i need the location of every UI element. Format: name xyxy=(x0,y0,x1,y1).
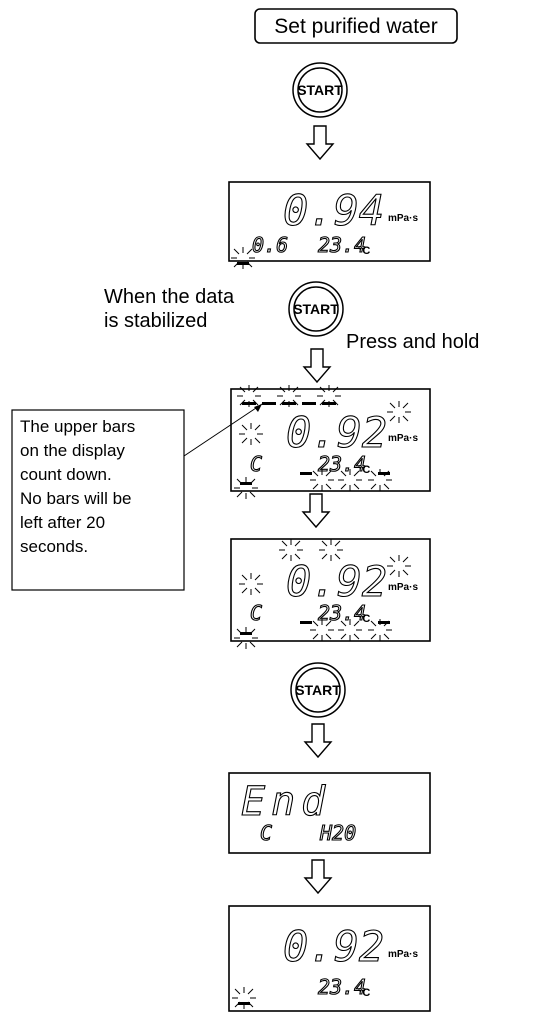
start-button[interactable]: START xyxy=(290,662,346,718)
unit-temp: °C xyxy=(358,987,370,999)
down-arrow-icon xyxy=(304,859,332,894)
callout-line: seconds. xyxy=(20,537,88,556)
start-button-hold[interactable]: START xyxy=(288,281,344,337)
unit-temp: °C xyxy=(358,613,370,625)
stability-bar xyxy=(237,262,249,265)
start-label: START xyxy=(295,682,341,698)
unit-viscosity: mPa·s xyxy=(388,582,418,593)
callout-line: left after 20 xyxy=(20,513,105,532)
callout-note: The upper bars on the display count down… xyxy=(11,403,263,591)
down-arrow-icon xyxy=(306,125,334,160)
unit-viscosity: mPa·s xyxy=(388,213,418,224)
start-button[interactable]: START xyxy=(292,62,348,118)
display4-sub-right: H20 xyxy=(319,821,356,845)
title-label: Set purified water xyxy=(274,15,437,38)
display1-sub-left: 0.6 xyxy=(252,233,288,257)
down-arrow-icon xyxy=(304,723,332,758)
display1-sub-right: 23.4 xyxy=(318,233,366,257)
callout-line: The upper bars xyxy=(20,417,135,436)
lcd-display-4: End C H20 xyxy=(228,772,431,854)
unit-viscosity: mPa·s xyxy=(388,949,418,960)
display5-sub-right: 23.4 xyxy=(318,975,366,999)
note-left-line1: When the data xyxy=(104,286,235,308)
unit-temp: °C xyxy=(358,464,370,476)
callout-line: count down. xyxy=(20,465,112,484)
display3-main: 0.92 xyxy=(286,557,387,606)
lcd-display-2: 0.92 mPa·s C 23.4 °C xyxy=(230,384,431,500)
unit-temp: °C xyxy=(358,245,370,257)
unit-viscosity: mPa·s xyxy=(388,433,418,444)
start-label: START xyxy=(297,82,343,98)
down-arrow-icon xyxy=(302,493,330,528)
down-arrow-icon xyxy=(303,348,331,383)
display1-main: 0.94 xyxy=(283,186,384,235)
display4-sub-left: C xyxy=(260,821,272,845)
lcd-display-3: 0.92 mPa·s C 23.4 °C xyxy=(230,538,431,650)
callout-line: No bars will be xyxy=(20,489,132,508)
display3-sub-left: C xyxy=(250,601,262,625)
lcd-display-5: 0.92 mPa·s 23.4 °C xyxy=(228,905,431,1012)
title-box xyxy=(254,8,458,44)
display2-main: 0.92 xyxy=(286,408,387,457)
lcd-display-1: 0.94 mPa·s 0.6 23.4 °C xyxy=(228,181,431,270)
note-left-line2: is stabilized xyxy=(104,310,207,332)
note-right: Press and hold xyxy=(346,331,479,353)
callout-line: on the display xyxy=(20,441,125,460)
display4-main: End xyxy=(241,779,331,825)
start-label: START xyxy=(293,301,339,317)
display2-sub-left: C xyxy=(250,452,262,476)
display5-main: 0.92 xyxy=(283,922,384,971)
